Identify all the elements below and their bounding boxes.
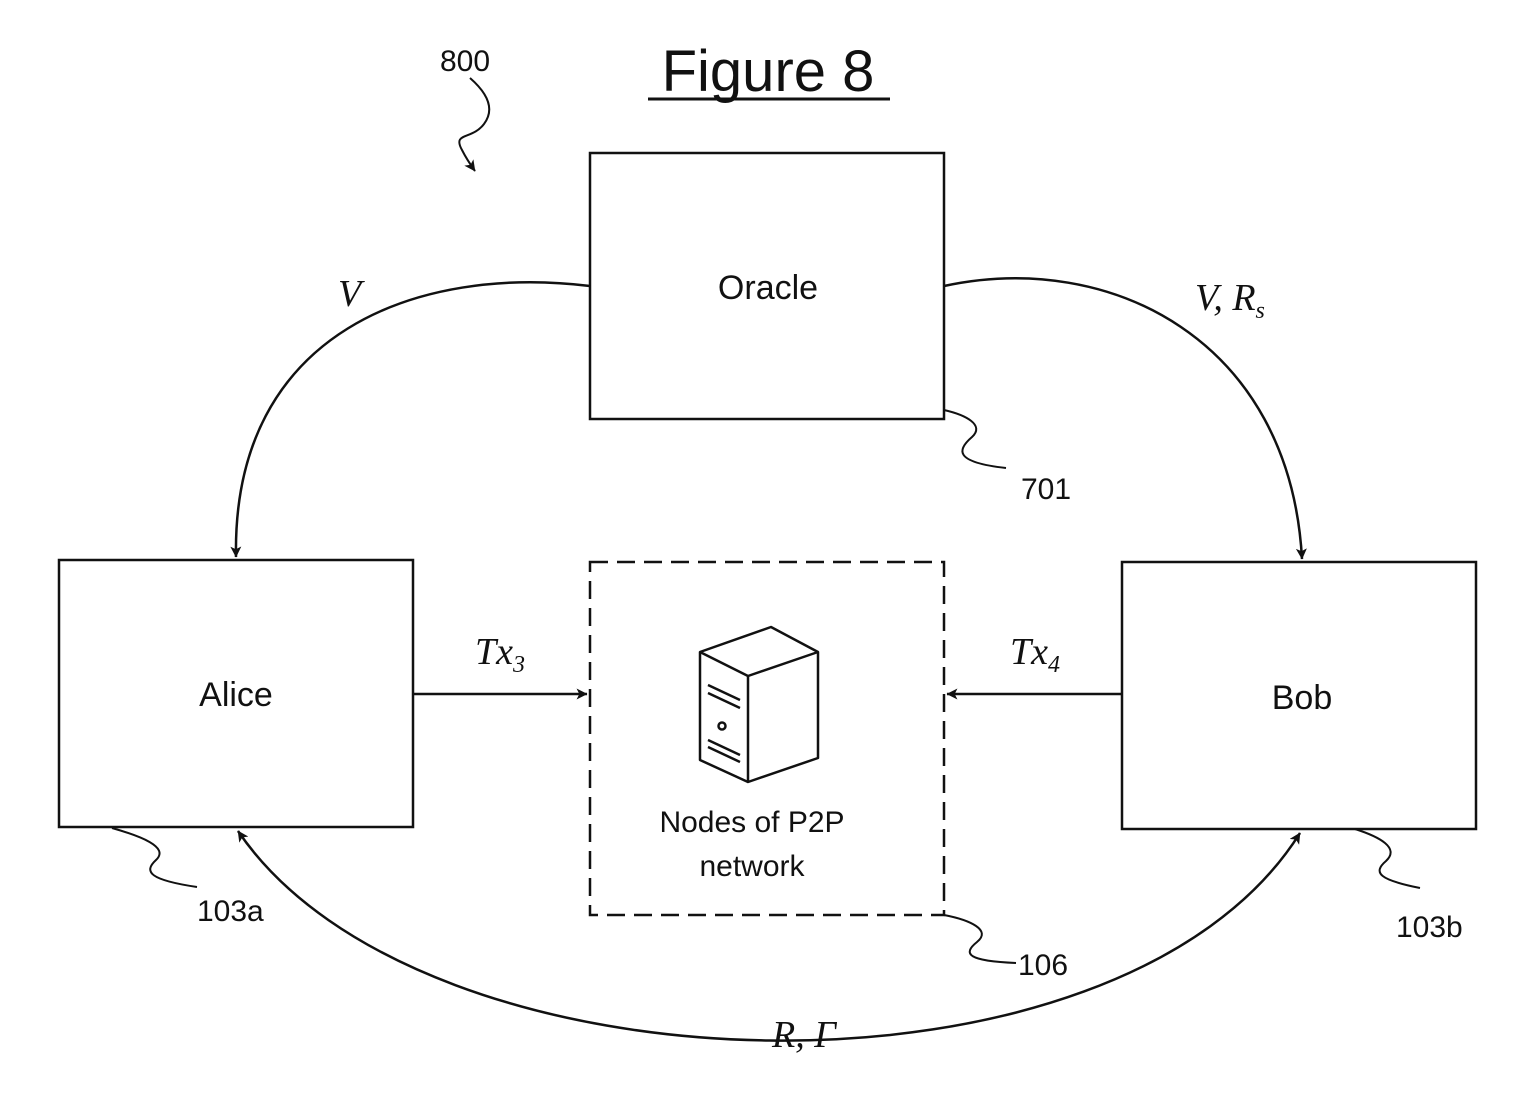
edge-alice-bob-label: R, Γ (771, 1014, 837, 1056)
edge-bob-to-network-label-main: Tx (1010, 631, 1048, 673)
bob-label: Bob (1272, 679, 1333, 717)
ref-103a-leader (112, 828, 197, 887)
edge-oracle-to-bob-label-main: V, R (1195, 277, 1256, 319)
ref-106-label: 106 (1018, 949, 1068, 982)
ref-800-squiggle-arrow (459, 78, 489, 171)
edge-oracle-to-alice (236, 282, 590, 557)
p2p-network-node: Nodes of P2P network (590, 562, 944, 915)
ref-701-label: 701 (1021, 473, 1071, 506)
oracle-label: Oracle (718, 269, 818, 307)
oracle-node: Oracle (590, 153, 944, 419)
edge-oracle-to-bob-label-sub: s (1256, 298, 1265, 324)
ref-701-leader (944, 410, 1006, 468)
alice-label: Alice (199, 676, 273, 714)
ref-103b-label: 103b (1396, 911, 1463, 944)
network-label-line2: network (699, 850, 805, 883)
edge-alice-to-network-label-main: Tx (475, 631, 513, 673)
edge-bob-to-network-label-sub: 4 (1048, 652, 1060, 678)
ref-103b-leader (1355, 829, 1420, 888)
bob-node: Bob (1122, 562, 1476, 829)
edge-bob-to-network-label: Tx4 (1010, 631, 1060, 678)
ref-800-label: 800 (440, 45, 490, 78)
server-icon (700, 627, 818, 782)
ref-106-leader (944, 915, 1016, 963)
edge-oracle-to-alice-label: V (338, 273, 365, 315)
network-label-line1: Nodes of P2P (659, 806, 844, 839)
edge-oracle-to-bob (944, 278, 1302, 559)
alice-node: Alice (59, 560, 413, 827)
ref-103a-label: 103a (197, 895, 264, 928)
edge-alice-to-network-label: Tx3 (475, 631, 525, 678)
edge-alice-to-network-label-sub: 3 (512, 652, 525, 678)
figure-title: Figure 8 (662, 39, 875, 104)
edge-oracle-to-bob-label: V, Rs (1195, 277, 1265, 324)
